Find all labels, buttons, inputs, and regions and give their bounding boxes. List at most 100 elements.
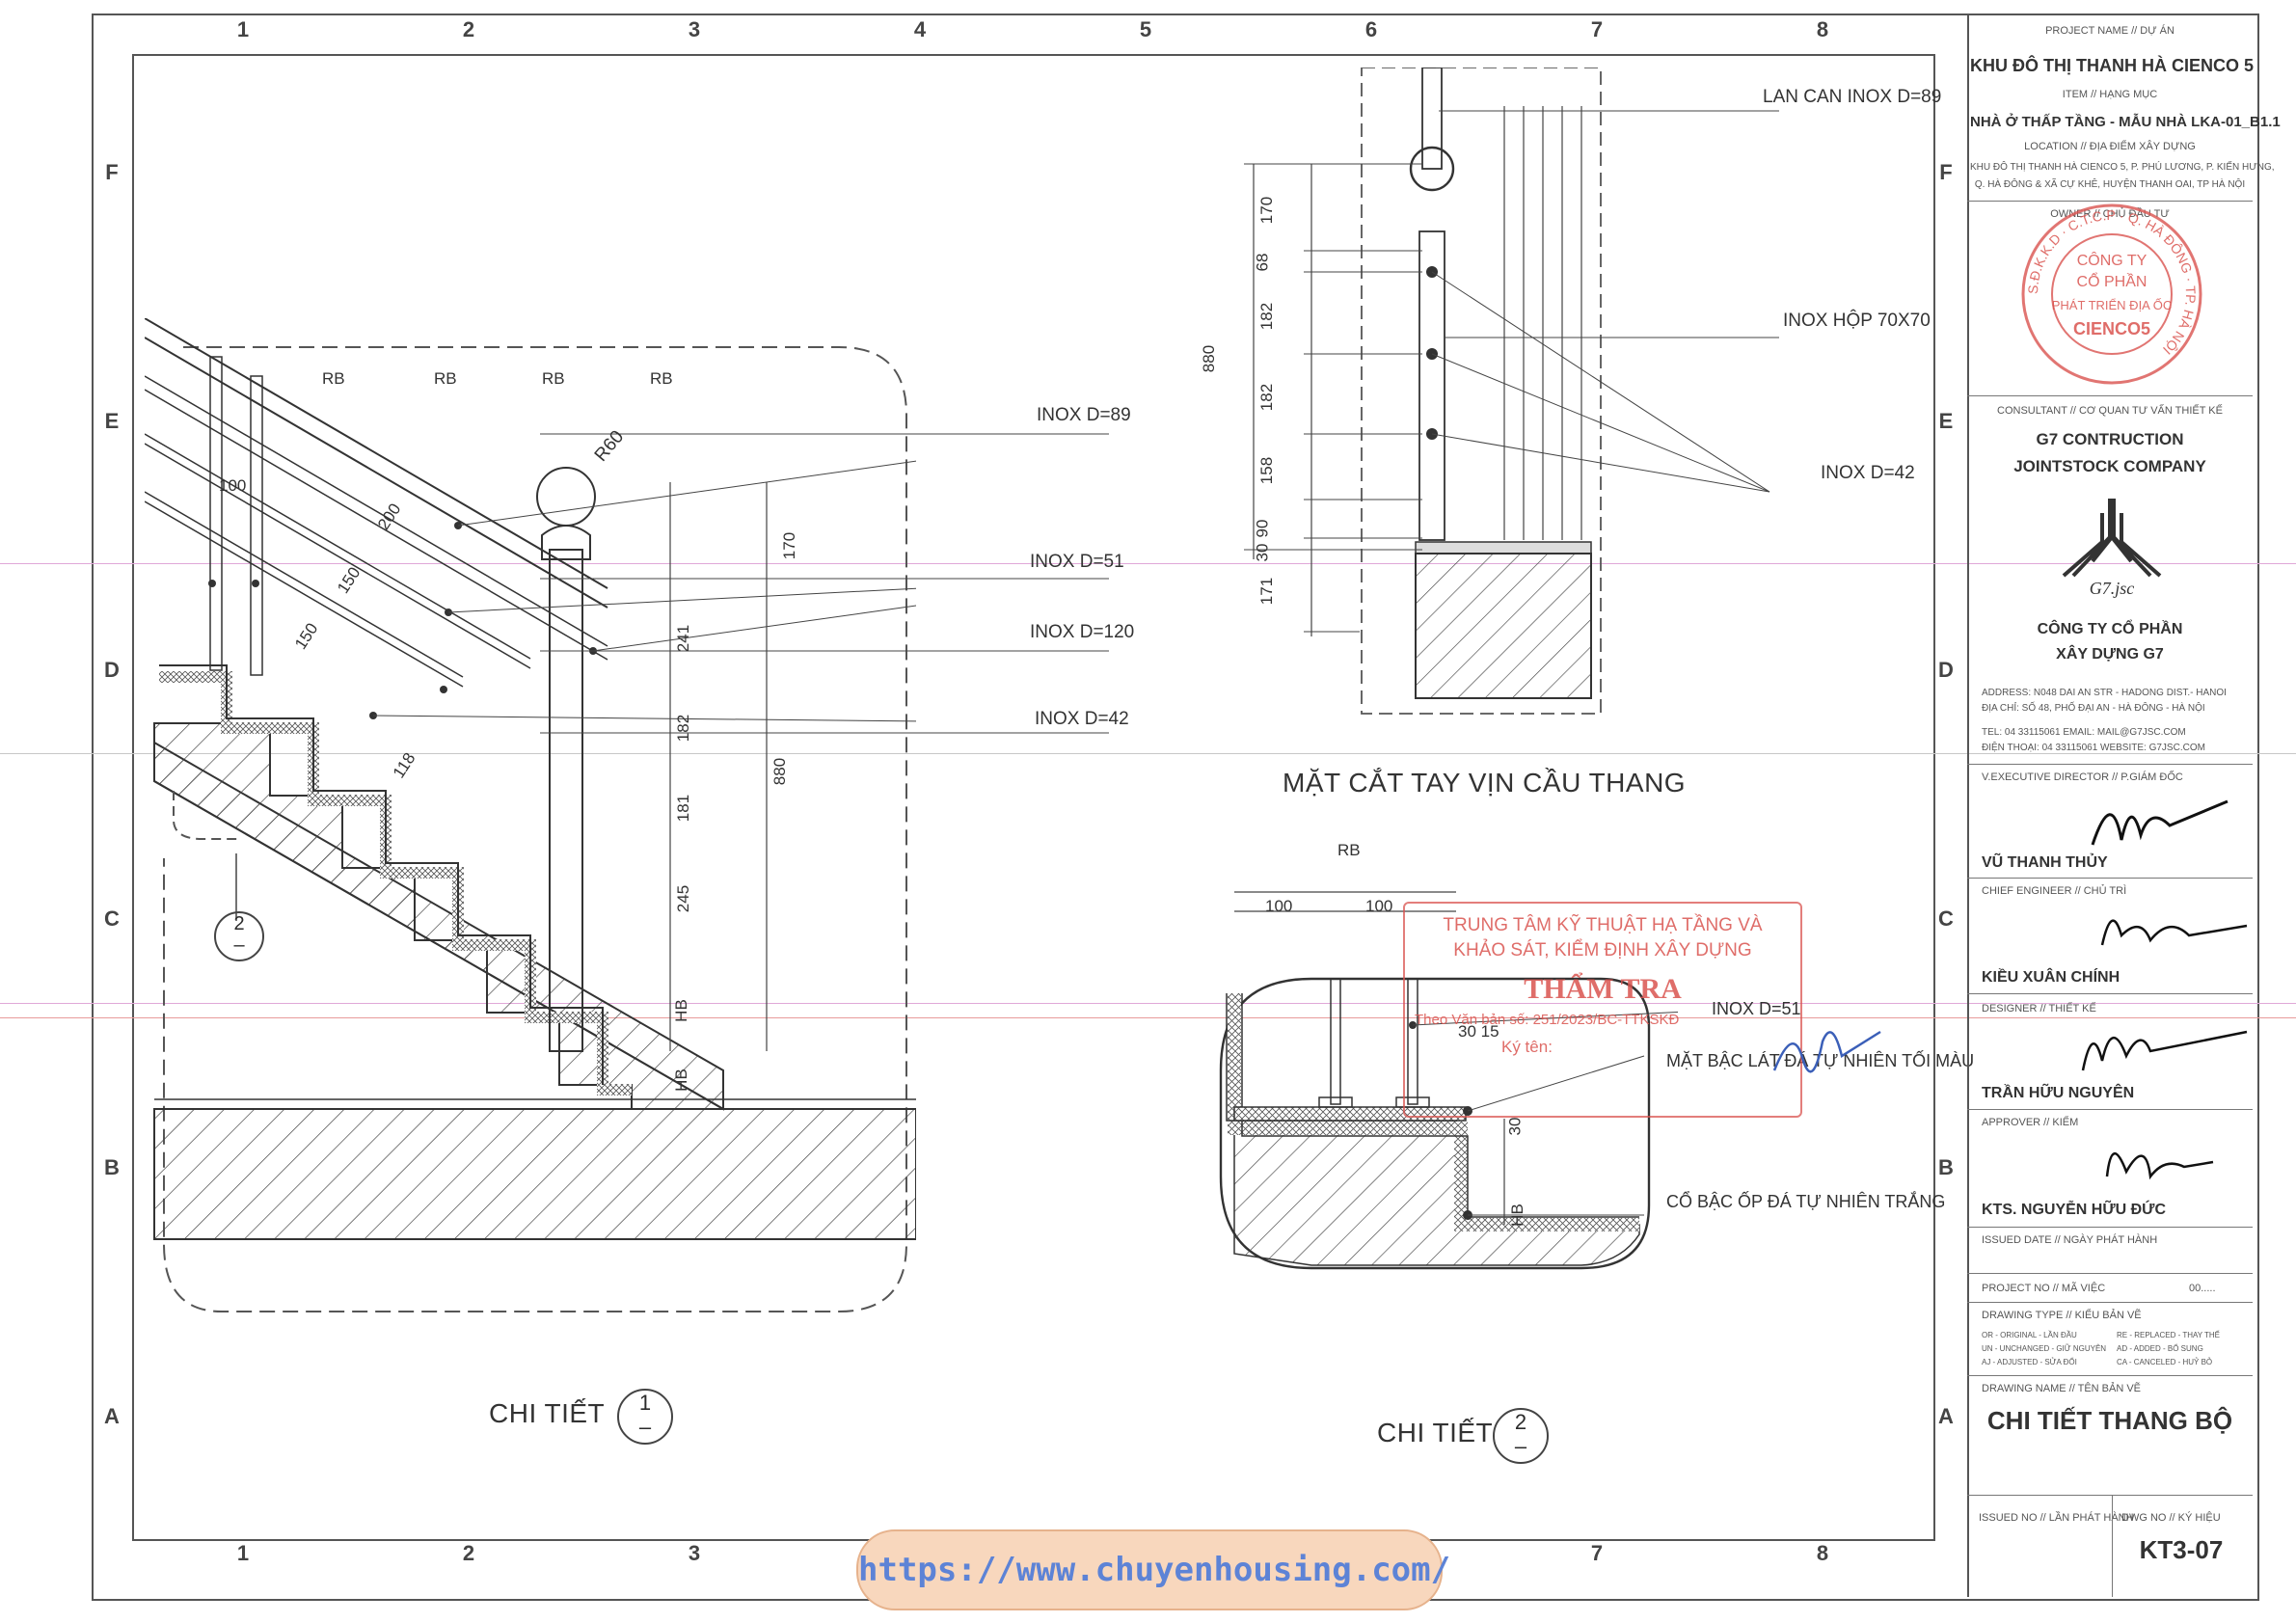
seal-line-3: PHÁT TRIỂN ĐỊA ỐC bbox=[2052, 298, 2173, 312]
section-dim: 182 bbox=[1257, 302, 1277, 331]
dwg-no-divider bbox=[2112, 1495, 2113, 1597]
drawing-name-label: DRAWING NAME // TÊN BẢN VẼ bbox=[1982, 1383, 2142, 1394]
detail-2-side-dim: HB bbox=[1507, 1204, 1526, 1227]
issued-no-label: ISSUED NO // LẦN PHÁT HÀNH bbox=[1979, 1512, 2134, 1524]
g7-logo: G7.jsc bbox=[2062, 499, 2162, 598]
section-material-label: INOX HỘP 70X70 bbox=[1783, 311, 1931, 331]
detail-2-rb-dim: RB bbox=[1337, 841, 1361, 859]
detail-1-vertical-dim: 181 bbox=[674, 794, 693, 823]
grid-col-label: 3 bbox=[688, 17, 701, 41]
project-name-label: PROJECT NAME // DỰ ÁN bbox=[2045, 25, 2174, 37]
section-caption: MẶT CẮT TAY VỊN CẦU THANG bbox=[1283, 768, 1687, 798]
grid-col-label: 6 bbox=[1364, 17, 1378, 41]
divider bbox=[1967, 1227, 2253, 1228]
detail-1-rb-dim: RB bbox=[650, 369, 673, 388]
section-material-label: INOX D=42 bbox=[1821, 463, 1915, 483]
drawing-type-code: CA - CANCELED - HUỶ BỎ bbox=[2117, 1358, 2213, 1366]
drawing-type-code: AD - ADDED - BỔ SUNG bbox=[2117, 1344, 2203, 1353]
detail-1-vertical-dim: HB bbox=[671, 999, 690, 1022]
detail-1-diagonal-dim: 100 bbox=[219, 476, 247, 495]
detail-1-rb-dim: RB bbox=[322, 369, 345, 388]
scan-line bbox=[0, 563, 2296, 564]
stamp-line-2: KHẢO SÁT, KIỂM ĐỊNH XÂY DỰNG bbox=[1453, 940, 1752, 960]
item-name: NHÀ Ở THẤP TẦNG - MẪU NHÀ LKA-01_B1.1 bbox=[1970, 114, 2281, 130]
detail-2-top-dim: 100 bbox=[1265, 897, 1293, 915]
callout-number: 2 bbox=[1514, 1410, 1527, 1434]
grid-col-label: 7 bbox=[1590, 17, 1604, 41]
review-stamp: TRUNG TÂM KỸ THUẬT HẠ TẦNG VÀ KHẢO SÁT, … bbox=[1403, 902, 1802, 1118]
stamp-line-3: Theo Văn bản số: 251/2023/BC-TTKSKĐ bbox=[1415, 1012, 1680, 1028]
company-name-2: XÂY DỰNG G7 bbox=[2056, 646, 2164, 663]
grid-row-label: F bbox=[1939, 160, 1953, 184]
seal-line-1: CÔNG TY bbox=[2077, 251, 2147, 269]
detail-1-material-label: INOX D=51 bbox=[1030, 552, 1124, 572]
grid-col-label: 3 bbox=[688, 1541, 701, 1565]
designer-name: TRẦN HỮU NGUYÊN bbox=[1982, 1085, 2135, 1101]
drawing-type-code: AJ - ADJUSTED - SỬA ĐỔI bbox=[1982, 1358, 2077, 1366]
approver-label: APPROVER // KIỂM bbox=[1982, 1117, 2079, 1128]
consultant-label: CONSULTANT // CƠ QUAN TƯ VẤN THIẾT KẾ bbox=[1997, 405, 2223, 417]
grid-row-label: C bbox=[1938, 906, 1954, 931]
seal-line-2: CỔ PHẦN bbox=[2077, 272, 2147, 290]
grid-row-label: D bbox=[1938, 658, 1954, 682]
handrail-section-drawing bbox=[1244, 68, 1779, 715]
dwg-no-label: DWG NO // KÝ HIỆU bbox=[2121, 1512, 2221, 1524]
title-block bbox=[1967, 14, 2255, 1597]
approver-name: KTS. NGUYỄN HỮU ĐỨC bbox=[1982, 1202, 2166, 1218]
section-dim: 68 bbox=[1253, 253, 1272, 272]
detail-1-vertical-dim: 241 bbox=[674, 624, 693, 653]
grid-col-label: 7 bbox=[1590, 1541, 1604, 1565]
section-dim: 171 bbox=[1257, 577, 1277, 606]
drawing-type-label: DRAWING TYPE // KIỂU BẢN VẼ bbox=[1982, 1310, 2142, 1321]
location-label: LOCATION // ĐỊA ĐIỂM XÂY DỰNG bbox=[2024, 141, 2196, 152]
detail-1-vertical-dim: 182 bbox=[674, 714, 693, 743]
detail-2-small-dim: 30 15 bbox=[1458, 1022, 1499, 1041]
stamp-line-1: TRUNG TÂM KỸ THUẬT HẠ TẦNG VÀ bbox=[1443, 915, 1763, 935]
stamp-signature bbox=[1772, 1030, 1881, 1073]
detail-1-drawing bbox=[145, 318, 916, 1312]
detail-1-vertical-dim: 245 bbox=[674, 884, 693, 913]
callout-number: 2 bbox=[233, 913, 245, 934]
website-watermark: https://www.chuyenhousing.com/ bbox=[856, 1529, 1451, 1610]
detail-1-material-label: INOX D=89 bbox=[1037, 405, 1131, 425]
grid-row-label: B bbox=[1938, 1155, 1954, 1179]
exec-signature bbox=[2091, 799, 2228, 846]
detail-1-rb-dim: RB bbox=[542, 369, 565, 388]
seal-line-4: CIENCO5 bbox=[2073, 319, 2150, 338]
location-line-1: KHU ĐÔ THỊ THANH HÀ CIENCO 5, P. PHÚ LƯƠ… bbox=[1970, 162, 2275, 173]
detail-1-vertical-dim: HB bbox=[671, 1068, 690, 1092]
grid-col-label: 5 bbox=[1139, 17, 1152, 41]
chief-name: KIỀU XUÂN CHÍNH bbox=[1982, 969, 2120, 986]
detail-1-vertical-dim: 170 bbox=[780, 531, 799, 560]
dien-thoai: ĐIỆN THOẠI: 04 33115061 WEBSITE: G7JSC.C… bbox=[1982, 743, 2205, 753]
grid-row-label: F bbox=[105, 160, 119, 184]
grid-row-label: C bbox=[104, 906, 120, 931]
detail-2-side-dim: 30 bbox=[1505, 1117, 1525, 1136]
section-dim: 170 bbox=[1257, 196, 1277, 225]
callout-sub: – bbox=[638, 1415, 652, 1439]
approver-signature bbox=[2105, 1151, 2214, 1180]
detail-1-rb-dim: RB bbox=[434, 369, 457, 388]
divider bbox=[1967, 878, 2253, 879]
callout-sub: – bbox=[1514, 1434, 1527, 1458]
exec-name: VŨ THANH THỦY bbox=[1982, 854, 2108, 871]
stamp-sign-label: Ký tên: bbox=[1501, 1038, 1553, 1056]
scan-line bbox=[0, 1003, 2296, 1004]
dia-chi: ĐỊA CHỈ: SỐ 48, PHỐ ĐẠI AN - HÀ ĐÔNG - H… bbox=[1982, 703, 2205, 714]
grid-row-label: B bbox=[104, 1155, 120, 1179]
grid-col-label: 8 bbox=[1816, 17, 1829, 41]
stamp-title: THẨM TRA bbox=[1524, 973, 1682, 1005]
drawing-name: CHI TIẾT THANG BỘ bbox=[1986, 1406, 2233, 1435]
section-material-label: LAN CAN INOX D=89 bbox=[1763, 87, 1942, 107]
section-dim: 30 bbox=[1253, 543, 1272, 562]
grid-col-label: 2 bbox=[462, 17, 475, 41]
owner-seal: S.Đ.K.K.D · C.T.C.P · Q. HÀ ĐÔNG · TP. H… bbox=[2021, 203, 2202, 385]
logo-text: G7.jsc bbox=[2090, 579, 2135, 598]
detail-2-caption: CHI TIẾT bbox=[1377, 1418, 1494, 1447]
grid-col-label: 1 bbox=[236, 17, 250, 41]
company-name-1: CÔNG TY CỔ PHẦN bbox=[2037, 621, 2183, 637]
website-link[interactable]: https://www.chuyenhousing.com/ bbox=[858, 1551, 1451, 1589]
detail-2-material-label: MẶT BẬC LÁT ĐÁ TỰ NHIÊN TỐI MÀU bbox=[1666, 1051, 1975, 1070]
section-dim: 182 bbox=[1257, 383, 1277, 412]
callout-sub: – bbox=[233, 934, 245, 956]
